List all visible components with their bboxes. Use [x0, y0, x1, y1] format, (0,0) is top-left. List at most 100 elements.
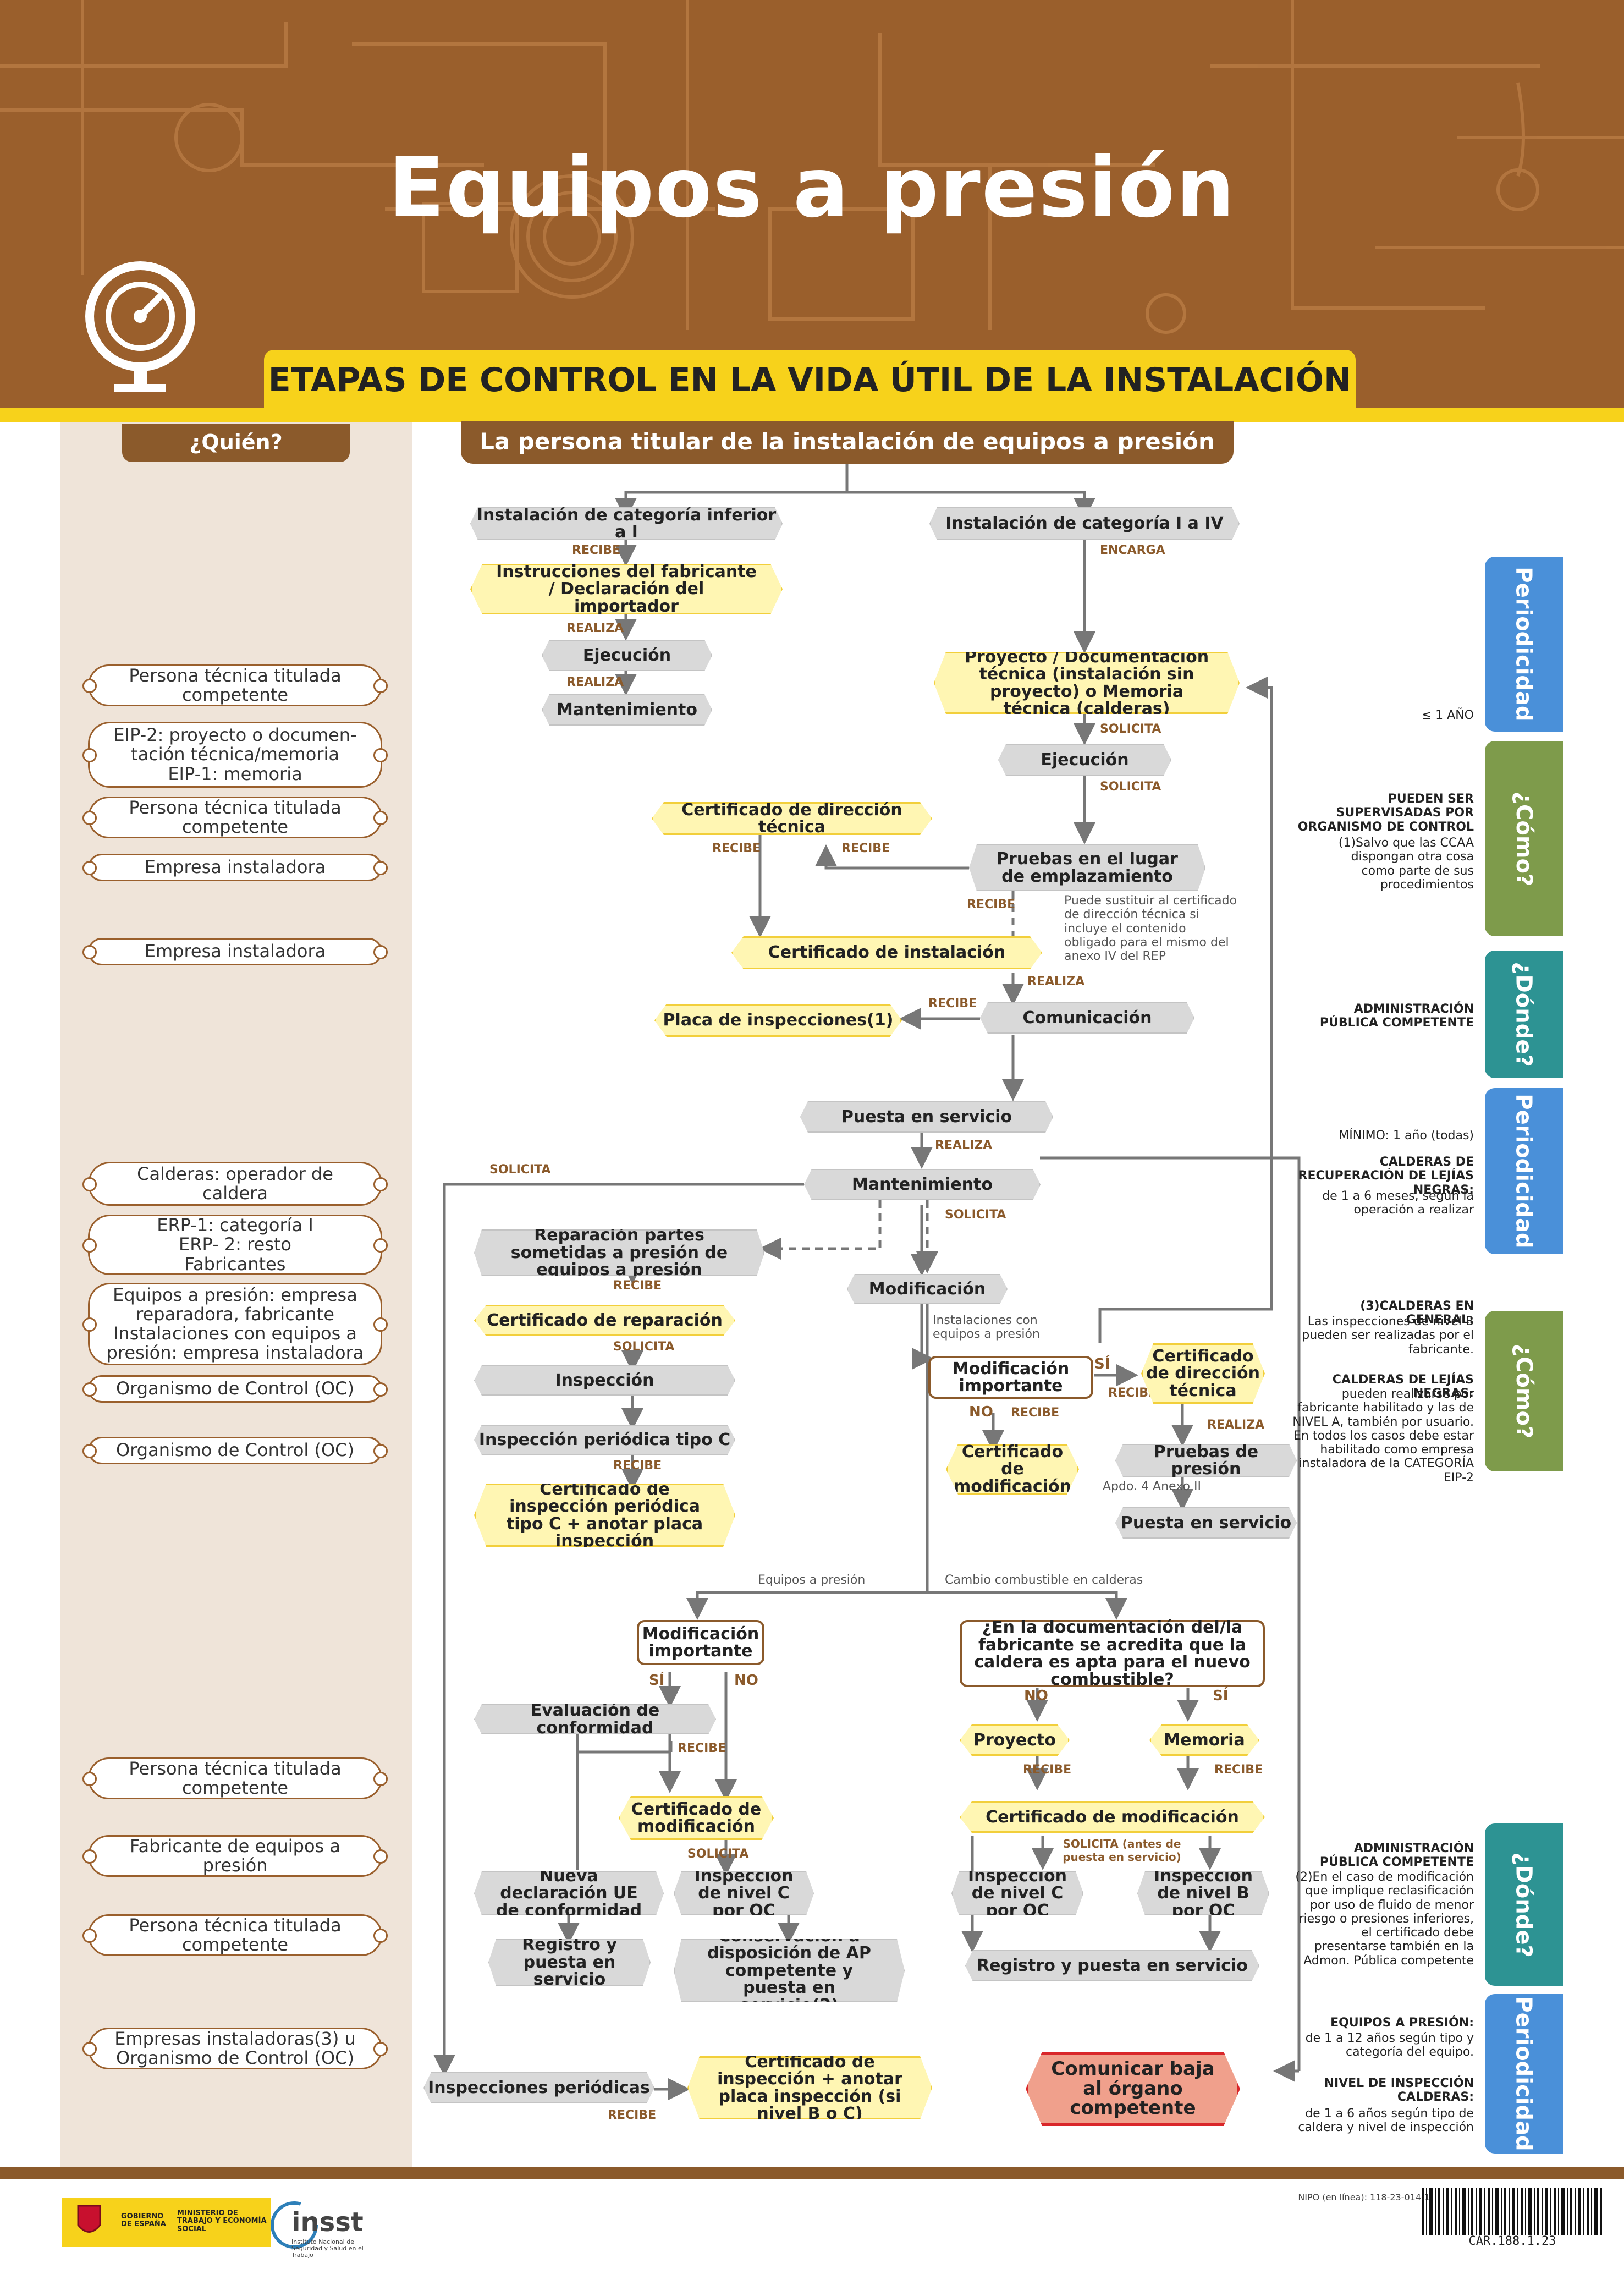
node-cert-instalacion: Certificado de instalación [731, 936, 1042, 969]
note-periodicidad-2c: de 1 a 6 meses, según la operación a rea… [1322, 1189, 1474, 1217]
note-periodicidad-2a: MÍNIMO: 1 año (todas) [1339, 1129, 1474, 1143]
label-no: NO [734, 1672, 758, 1689]
who-header: ¿Quién? [122, 424, 350, 462]
node-cat-inferior: Instalación de categoría inferior a I [470, 507, 783, 540]
label-si: SÍ [1094, 1356, 1110, 1372]
node-placa-inspecciones: Placa de inspecciones(1) [654, 1004, 902, 1037]
tab-periodicidad: Periodicidad [1485, 557, 1563, 732]
tab-periodicidad: Periodicidad [1485, 1088, 1563, 1254]
who-item: Organismo de Control (OC) [82, 1437, 388, 1464]
node-cert-inspeccion-c: Certificado de inspección periódica tipo… [474, 1484, 735, 1547]
spain-coat-of-arms-icon [62, 2198, 271, 2247]
note-como-2c: CALDERAS DE LEJÍAS NEGRAS: [1332, 1373, 1474, 1401]
insst-subtitle: Instituto Nacional de Seguridad y Salud … [291, 2238, 364, 2259]
note-donde-2a: ADMINISTRACIÓN PÚBLICA COMPETENTE [1319, 1842, 1474, 1870]
header-pipes-illustration [0, 0, 1624, 334]
node-cert-modificacion: Certificado de modificación [946, 1444, 1079, 1495]
yellow-band [0, 408, 1624, 422]
node-modificacion-importante-2: Modificación importante [637, 1620, 764, 1665]
who-item: Calderas: operador de caldera [82, 1162, 388, 1206]
note-periodicidad-1: ≤ 1 AÑO [1421, 708, 1474, 722]
label-si: SÍ [1213, 1688, 1229, 1704]
node-cert-inspeccion-final: Certificado de inspección + anotar placa… [687, 2056, 932, 2119]
label-instalaciones-equipos: Instalaciones con equipos a presión [933, 1314, 1040, 1342]
label-no: NO [969, 1404, 993, 1420]
page-title: Equipos a presión [388, 140, 1236, 236]
owner-banner: La persona titular de la instalación de … [461, 421, 1234, 464]
label-solicita: SOLICITA [945, 1208, 1006, 1222]
note-periodicidad-3b: de 1 a 12 años según tipo y categoría de… [1305, 2031, 1474, 2059]
node-inspeccion-c-oc-2: Inspección de nivel C por OC [951, 1871, 1083, 1915]
insst-logo-icon [271, 2201, 318, 2249]
note-periodicidad-3c: NIVEL DE INSPECCIÓN CALDERAS: [1324, 2077, 1474, 2105]
node-puesta-en-servicio-2: Puesta en servicio [1115, 1507, 1297, 1539]
header-banner: Equipos a presión [0, 0, 1624, 408]
node-evaluacion-conformidad: Evaluación de conformidad [474, 1704, 716, 1734]
node-inspeccion-b-oc: Inspección de nivel B por OC [1137, 1871, 1269, 1915]
node-ejecucion: Ejecución [998, 744, 1171, 776]
who-item: Persona técnica titulada competente [82, 1914, 388, 1956]
label-solicita-antes: SOLICITA (antes de puesta en servicio) [1063, 1837, 1181, 1864]
label-solicita: SOLICITA [1100, 780, 1161, 794]
node-pregunta-combustible: ¿En la documentación del/la fabricante s… [960, 1619, 1265, 1688]
label-realiza: REALIZA [566, 675, 624, 689]
tab-como: ¿Cómo? [1485, 741, 1563, 936]
label-recibe: RECIBE [613, 1279, 662, 1293]
node-puesta-en-servicio: Puesta en servicio [800, 1101, 1053, 1133]
node-registro-puesta-2: Registro y puesta en servicio [965, 1950, 1259, 1981]
pressure-gauge-icon [85, 261, 195, 392]
label-recibe: RECIBE [928, 997, 977, 1010]
node-cat-i-iv: Instalación de categoría I a IV [929, 507, 1240, 540]
note-puede-sustituir: Puede sustituir al certificado de direcc… [1064, 894, 1237, 964]
tab-como: ¿Cómo? [1485, 1311, 1563, 1471]
node-pruebas-emplazamiento: Pruebas en el lugar de emplazamiento [969, 844, 1205, 891]
node-conservacion: Conservación a disposición de AP compete… [674, 1939, 905, 2002]
tab-donde: ¿Dónde? [1485, 1823, 1563, 1986]
barcode-number: CAR.188.1.23 [1468, 2234, 1556, 2248]
section-subtitle: ETAPAS DE CONTROL EN LA VIDA ÚTIL DE LA … [264, 350, 1356, 410]
label-recibe: RECIBE [967, 898, 1016, 911]
note-como-1b: (1)Salvo que las CCAA dispongan otra cos… [1338, 836, 1474, 892]
label-apdo4: Apdo. 4 Anexo II [1103, 1480, 1201, 1493]
insst-name: insst [291, 2207, 364, 2238]
tab-periodicidad: Periodicidad [1485, 1994, 1563, 2154]
label-realiza: REALIZA [935, 1139, 993, 1152]
node-cert-direccion-tecnica: Certificado de dirección técnica [652, 802, 932, 835]
who-item: EIP-2: proyecto o documen-tación técnica… [82, 722, 388, 788]
node-instrucciones: Instrucciones del fabricante / Declaraci… [470, 564, 783, 614]
label-recibe: RECIBE [841, 842, 890, 855]
label-recibe: RECIBE [1011, 1406, 1060, 1420]
node-memoria: Memoria [1149, 1724, 1259, 1756]
government-logo: GOBIERNO DE ESPAÑA MINISTERIO DE TRABAJO… [62, 2198, 337, 2247]
label-realiza: REALIZA [566, 622, 624, 635]
node-mantenimiento-2: Mantenimiento [804, 1169, 1041, 1200]
note-como-1: PUEDEN SER SUPERVISADAS POR ORGANISMO DE… [1297, 792, 1474, 834]
label-recibe: RECIBE [1023, 1763, 1072, 1777]
label-solicita: SOLICITA [613, 1340, 675, 1354]
note-donde-2b: (2)En el caso de modificación que impliq… [1295, 1870, 1474, 1968]
node-inspeccion-periodica-c: Inspección periódica tipo C [474, 1425, 735, 1455]
label-realiza: REALIZA [1207, 1418, 1265, 1432]
gov-label: GOBIERNO DE ESPAÑA [121, 2212, 166, 2229]
node-nueva-declaracion: Nueva declaración UE de conformidad [474, 1871, 664, 1915]
node-proyecto-documentacion: Proyecto / Documentación técnica (instal… [934, 652, 1240, 714]
who-item: Fabricante de equipos a presión [82, 1835, 388, 1877]
node-comunicacion: Comunicación [980, 1002, 1194, 1034]
note-como-2b: Las inspecciones de nivel B pueden ser r… [1302, 1315, 1474, 1356]
who-item: Persona técnica titulada competente [82, 664, 388, 706]
note-periodicidad-3a: EQUIPOS A PRESIÓN: [1330, 2016, 1474, 2030]
note-periodicidad-3d: de 1 a 6 años según tipo de caldera y ni… [1298, 2107, 1474, 2135]
node-modificacion: Modificación [847, 1274, 1008, 1304]
label-realiza: REALIZA [1027, 975, 1085, 988]
node-cert-modificacion-3: Certificado de modificación [960, 1801, 1265, 1833]
ministry-label: MINISTERIO DE TRABAJO Y ECONOMÍA SOCIAL [177, 2209, 267, 2233]
label-cambio-combustible: Cambio combustible en calderas [945, 1573, 1143, 1587]
label-recibe: RECIBE [678, 1742, 726, 1755]
who-item: Persona técnica titulada competente [82, 1757, 388, 1799]
node-comunicar-baja: Comunicar baja al órgano competente [1026, 2052, 1240, 2126]
node-pruebas-presion: Pruebas de presión [1115, 1444, 1297, 1477]
who-item: Empresa instaladora [82, 854, 388, 881]
tab-donde: ¿Dónde? [1485, 951, 1563, 1078]
node-ejecucion: Ejecución [542, 640, 712, 671]
